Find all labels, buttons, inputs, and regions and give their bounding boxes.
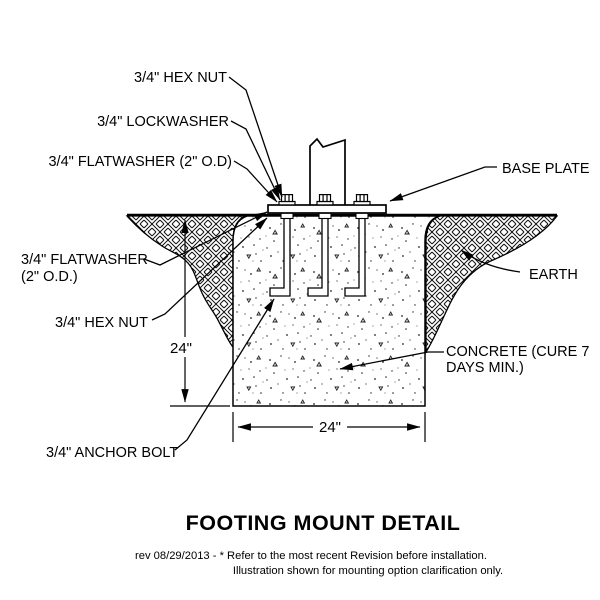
dimension-depth: 24"	[170, 219, 230, 407]
label-hex-nut-top: 3/4" HEX NUT	[134, 70, 227, 86]
label-anchor-bolt: 3/4" ANCHOR BOLT	[46, 445, 178, 461]
leader-lockwasher	[230, 120, 281, 201]
label-concrete-line2: DAYS MIN.)	[446, 360, 524, 376]
label-flatwasher-top: 3/4" FLATWASHER (2" O.D)	[48, 154, 232, 170]
label-concrete-line1: CONCRETE (CURE 7	[446, 344, 589, 360]
base-plate	[267, 204, 387, 214]
drawing-title: FOOTING MOUNT DETAIL	[186, 511, 461, 535]
leader-earth	[460, 249, 521, 273]
leader-anchor-bolt	[174, 298, 275, 451]
leader-flatwasher-left	[143, 211, 268, 266]
dim-width-text: 24"	[319, 419, 341, 436]
label-earth: EARTH	[529, 267, 578, 283]
revision-note-line2: Illustration shown for mounting option c…	[233, 565, 503, 577]
leader-hex-nut-top	[228, 76, 283, 198]
leader-base-plate	[389, 166, 497, 202]
anchor-bolt-middle	[307, 213, 329, 297]
label-lockwasher: 3/4" LOCKWASHER	[97, 114, 229, 130]
bolt-stack-middle	[316, 194, 334, 206]
concrete-footing	[232, 215, 440, 407]
earth-section-right	[425, 215, 559, 355]
anchor-bolt-left	[269, 213, 291, 297]
leader-hex-nut-left	[151, 217, 268, 321]
leader-flatwasher-top	[233, 160, 278, 203]
label-flatwasher-left-line2: (2" O.D.)	[21, 269, 78, 285]
dim-depth-text: 24"	[170, 340, 192, 357]
post	[309, 137, 346, 205]
label-hex-nut-left: 3/4" HEX NUT	[55, 315, 148, 331]
revision-note-line1: rev 08/29/2013 - * Refer to the most rec…	[135, 550, 487, 562]
bolt-stack-right	[353, 194, 371, 206]
dimension-width: 24"	[232, 412, 426, 442]
label-base-plate: BASE PLATE	[502, 161, 590, 177]
bolt-stack-left	[278, 194, 296, 206]
leader-concrete	[339, 351, 444, 371]
anchor-bolt-right	[344, 213, 366, 297]
label-flatwasher-left-line1: 3/4" FLATWASHER	[21, 252, 148, 268]
